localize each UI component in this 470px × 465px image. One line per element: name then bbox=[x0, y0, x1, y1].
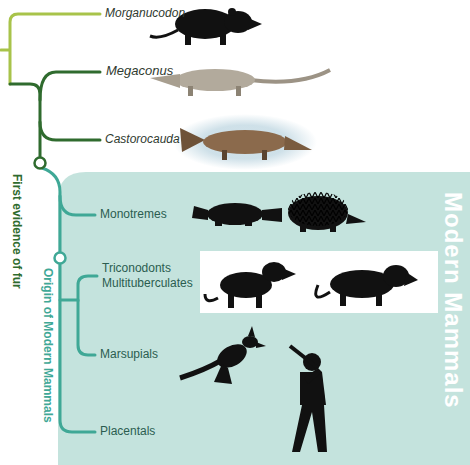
taxon-label: Megaconus bbox=[106, 63, 173, 79]
taxon-label: Triconodonts bbox=[102, 261, 171, 275]
batter-figure bbox=[290, 346, 327, 452]
taxon-label: Monotremes bbox=[100, 207, 167, 221]
band-title: Modern Mammals bbox=[440, 192, 466, 409]
origin-node bbox=[55, 253, 66, 264]
castorocauda-figure bbox=[173, 114, 317, 170]
kangaroo-figure bbox=[180, 326, 266, 384]
fur-node bbox=[35, 158, 46, 169]
node-annotation: First evidence of fur bbox=[10, 174, 24, 289]
megaconus-figure bbox=[150, 69, 330, 96]
taxon-label: Castorocauda bbox=[105, 132, 180, 146]
highlight-box bbox=[200, 251, 438, 313]
taxon-label: Marsupials bbox=[100, 347, 158, 361]
taxon-label: Multituberculates bbox=[102, 276, 193, 290]
taxon-label: Placentals bbox=[100, 424, 155, 438]
tree-lines bbox=[1, 14, 100, 432]
platypus-figure bbox=[192, 203, 282, 226]
echidna-figure bbox=[288, 192, 366, 232]
triconodont-figure bbox=[205, 262, 296, 308]
taxon-label: Morganucodon bbox=[105, 6, 185, 20]
multituberculate-figure bbox=[316, 265, 418, 306]
node-annotation: Origin of Modern Mammals bbox=[41, 268, 55, 423]
